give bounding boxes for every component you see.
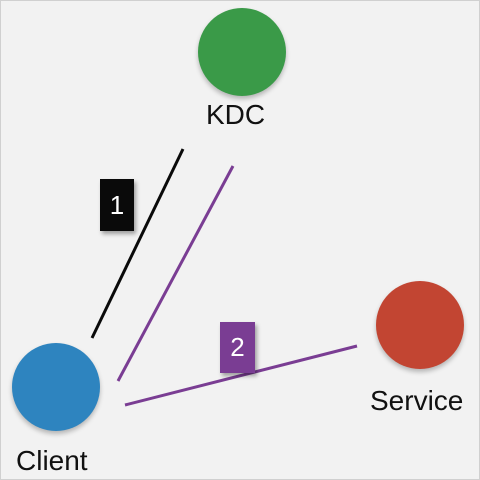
client-to-kdc-ticket-line: [116, 165, 235, 382]
service-label: Service: [370, 385, 464, 416]
service-node: [376, 281, 464, 369]
client-to-service-line: [124, 344, 358, 407]
kdc-label: KDC: [206, 99, 266, 130]
kdc-node: [198, 8, 286, 96]
step-2-badge: 2: [220, 322, 255, 373]
client-to-kdc-request-line: [90, 148, 185, 339]
client-node: [12, 343, 100, 431]
client-label: Client: [16, 445, 88, 476]
step-1-badge: 1: [100, 179, 134, 231]
